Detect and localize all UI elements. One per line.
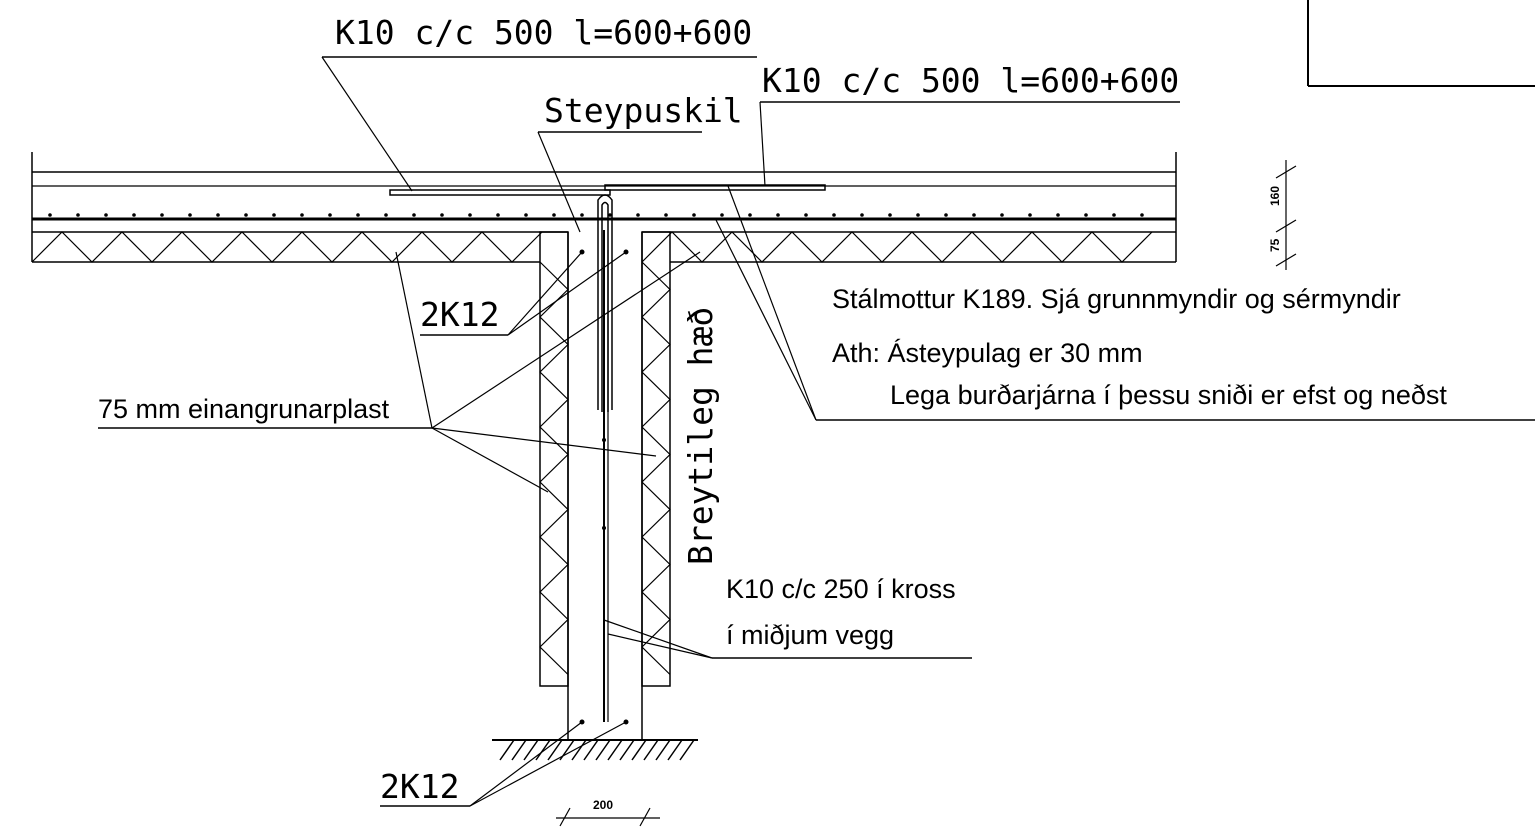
label-wall-rebar-line2: í miðjum vegg — [726, 620, 894, 650]
slab-rebar-dot — [720, 213, 724, 217]
slab-rebar-dot — [664, 213, 668, 217]
dimension-wall — [556, 807, 660, 827]
slab-rebar-dot — [1084, 213, 1088, 217]
slab-rebar-dot — [916, 213, 920, 217]
slab-rebar-dot — [1140, 213, 1144, 217]
ground-hatch-tick — [643, 739, 659, 761]
ground-hatch-tick — [499, 739, 515, 761]
slab-rebar-dot — [580, 213, 584, 217]
slab-rebar-dot — [384, 213, 388, 217]
label-wall-height: Breytileg hæð — [681, 307, 720, 565]
slab-rebar-dot — [748, 213, 752, 217]
slab-rebar-dot — [552, 213, 556, 217]
slab-rebar-dot — [1056, 213, 1060, 217]
slab-rebar-dot — [328, 213, 332, 217]
slab-rebar-dot — [160, 213, 164, 217]
slab-rebar-dot — [832, 213, 836, 217]
note-cover: Ath: Ásteypulag er 30 mm — [832, 338, 1143, 368]
slab-rebar-dot — [48, 213, 52, 217]
label-insulation: 75 mm einangrunarplast — [98, 394, 390, 424]
slab-rebar-dot — [244, 213, 248, 217]
slab-rebar-dot — [524, 213, 528, 217]
dimension-slab — [1275, 160, 1297, 270]
ground-hatch-tick — [547, 739, 563, 761]
slab-rebar-dot — [76, 213, 80, 217]
label-rebar-top-left: K10 c/c 500 l=600+600 — [335, 13, 752, 52]
ground-hatch-tick — [619, 739, 635, 761]
slab-rebar-dot — [216, 213, 220, 217]
dim-slab-thickness: 160 — [1268, 186, 1282, 206]
ground-hatch — [492, 739, 698, 761]
ground-hatch-tick — [655, 739, 671, 761]
slab-rebar-dot — [636, 213, 640, 217]
ground-hatch-tick — [571, 739, 587, 761]
wall-insulation-hatch-left — [539, 261, 569, 675]
slab-rebar-dot — [860, 213, 864, 217]
ground-hatch-tick — [607, 739, 623, 761]
ground-hatch-tick — [523, 739, 539, 761]
label-rebar-top-right: K10 c/c 500 l=600+600 — [762, 61, 1179, 100]
slab-rebar-dot — [132, 213, 136, 217]
top-lap-bars — [389, 184, 826, 196]
ground-hatch-tick — [667, 739, 683, 761]
slab-rebar-dot — [1028, 213, 1032, 217]
dim-insulation-thickness: 75 — [1268, 238, 1282, 252]
slab-rebar-dot — [692, 213, 696, 217]
ground-hatch-tick — [679, 739, 695, 761]
slab-rebar-dot — [888, 213, 892, 217]
slab-rebar-dot — [104, 213, 108, 217]
ground-hatch-tick — [583, 739, 599, 761]
slab-rebar-dot — [272, 213, 276, 217]
slab-rebar-dot — [944, 213, 948, 217]
ground-hatch-tick — [595, 739, 611, 761]
slab-rebar-dot — [412, 213, 416, 217]
slab-rebar-dot — [356, 213, 360, 217]
slab-rebar-dot — [608, 213, 612, 217]
slab-rebar-dot — [188, 213, 192, 217]
ground-hatch-tick — [631, 739, 647, 761]
label-bars-upper: 2K12 — [420, 295, 499, 334]
slab-rebar-dot — [972, 213, 976, 217]
ground-hatch-tick — [535, 739, 551, 761]
slab-rebar-dot — [440, 213, 444, 217]
ground-hatch-tick — [511, 739, 527, 761]
slab-rebar-dot — [496, 213, 500, 217]
title-block-fragment — [1307, 0, 1535, 87]
label-construction-joint: Steypuskil — [544, 91, 743, 130]
slab-rebar-dot — [300, 213, 304, 217]
slab-insulation-hatch-left — [31, 231, 543, 263]
dim-wall-thickness: 200 — [593, 798, 613, 812]
leader-lines — [98, 56, 1535, 807]
slab-insulation-hatch-right — [641, 231, 1153, 263]
note-mesh: Stálmottur K189. Sjá grunnmyndir og sérm… — [832, 284, 1401, 314]
slab-rebar-dot — [468, 213, 472, 217]
label-bars-lower: 2K12 — [380, 767, 459, 806]
slab-rebar-dots — [48, 213, 1144, 217]
note-placement: Lega burðarjárna í þessu sniði er efst o… — [890, 380, 1447, 410]
wall-rebar — [579, 194, 629, 725]
wall-insulation-hatch-right — [641, 261, 671, 675]
slab-rebar-dot — [804, 213, 808, 217]
slab-rebar-dot — [776, 213, 780, 217]
slab-rebar-dot — [1112, 213, 1116, 217]
slab-rebar-dot — [1000, 213, 1004, 217]
floor-slab — [31, 152, 1177, 263]
label-wall-rebar-line1: K10 c/c 250 í kross — [726, 574, 956, 604]
